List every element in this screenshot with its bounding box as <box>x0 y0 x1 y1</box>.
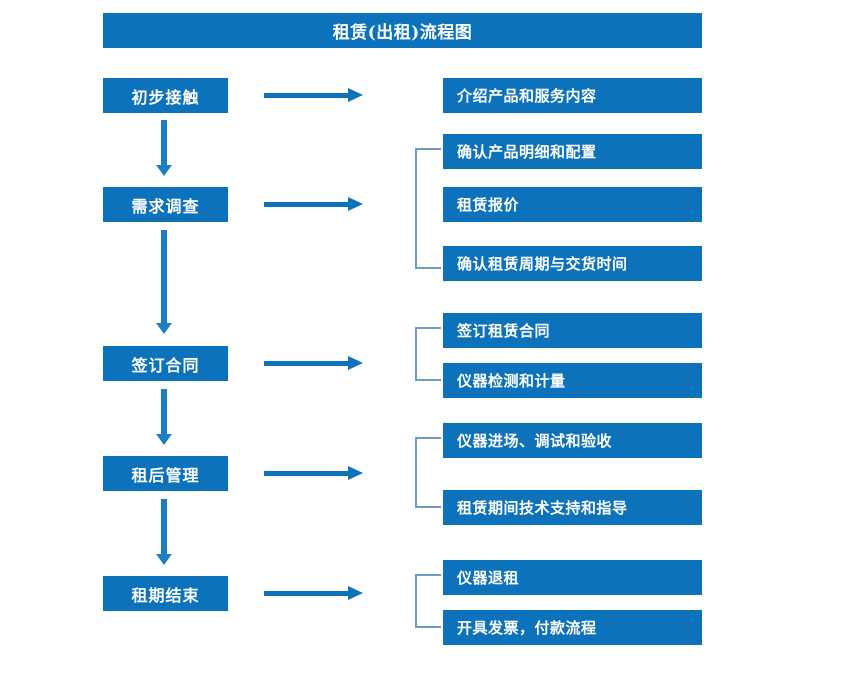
right-arrow-shaft-5 <box>264 591 350 596</box>
stage-box-4[interactable]: 租后管理 <box>103 456 228 491</box>
detail-label-1: 介绍产品和服务内容 <box>457 87 597 105</box>
detail-label-9: 仪器退租 <box>457 569 520 587</box>
right-arrow-icon-2 <box>264 197 364 211</box>
detail-label-4: 确认租赁周期与交货时间 <box>457 255 628 273</box>
detail-box-7[interactable]: 仪器进场、调试和验收 <box>443 423 702 458</box>
down-arrow-head-2 <box>156 323 172 334</box>
right-arrow-shaft-3 <box>264 361 350 366</box>
down-arrow-shaft-4 <box>161 499 167 554</box>
stage-label-4: 租后管理 <box>131 465 200 485</box>
detail-label-10: 开具发票，付款流程 <box>457 619 597 637</box>
stage-box-5[interactable]: 租期结束 <box>103 576 228 611</box>
detail-label-6: 仪器检测和计量 <box>457 372 566 390</box>
detail-box-3[interactable]: 租赁报价 <box>443 187 702 222</box>
detail-box-5[interactable]: 签订租赁合同 <box>443 313 702 348</box>
right-arrow-head-5 <box>348 586 363 600</box>
stage-label-3: 签订合同 <box>131 355 200 375</box>
down-arrow-shaft-1 <box>161 120 167 165</box>
group-bracket-3 <box>415 437 441 508</box>
right-arrow-icon-1 <box>264 88 364 102</box>
detail-box-10[interactable]: 开具发票，付款流程 <box>443 610 702 645</box>
down-arrow-icon-1 <box>156 120 172 176</box>
right-arrow-head-1 <box>348 88 363 102</box>
detail-box-6[interactable]: 仪器检测和计量 <box>443 363 702 398</box>
right-arrow-shaft-2 <box>264 202 350 207</box>
right-arrow-head-4 <box>348 466 363 480</box>
detail-box-1[interactable]: 介绍产品和服务内容 <box>443 78 702 113</box>
down-arrow-head-4 <box>156 554 172 565</box>
down-arrow-icon-3 <box>156 389 172 445</box>
stage-box-1[interactable]: 初步接触 <box>103 78 228 113</box>
down-arrow-shaft-2 <box>161 230 167 323</box>
group-bracket-4 <box>415 574 441 628</box>
chart-title-banner: 租赁(出租)流程图 <box>103 13 702 48</box>
stage-box-3[interactable]: 签订合同 <box>103 346 228 381</box>
chart-title-text: 租赁(出租)流程图 <box>332 23 473 43</box>
detail-box-8[interactable]: 租赁期间技术支持和指导 <box>443 490 702 525</box>
down-arrow-head-1 <box>156 165 172 176</box>
right-arrow-shaft-1 <box>264 93 350 98</box>
right-arrow-icon-5 <box>264 586 364 600</box>
down-arrow-head-3 <box>156 434 172 445</box>
group-bracket-2 <box>415 327 441 381</box>
detail-label-2: 确认产品明细和配置 <box>457 143 597 161</box>
group-bracket-1 <box>415 148 441 269</box>
stage-label-2: 需求调查 <box>131 196 200 216</box>
stage-label-1: 初步接触 <box>131 87 200 107</box>
down-arrow-shaft-3 <box>161 389 167 434</box>
detail-label-7: 仪器进场、调试和验收 <box>457 432 613 450</box>
right-arrow-head-2 <box>348 197 363 211</box>
down-arrow-icon-4 <box>156 499 172 565</box>
stage-label-5: 租期结束 <box>131 585 200 605</box>
down-arrow-icon-2 <box>156 230 172 334</box>
detail-label-3: 租赁报价 <box>457 196 520 214</box>
detail-box-4[interactable]: 确认租赁周期与交货时间 <box>443 246 702 281</box>
right-arrow-head-3 <box>348 356 363 370</box>
detail-box-2[interactable]: 确认产品明细和配置 <box>443 134 702 169</box>
detail-label-5: 签订租赁合同 <box>457 322 551 340</box>
detail-box-9[interactable]: 仪器退租 <box>443 560 702 595</box>
stage-box-2[interactable]: 需求调查 <box>103 187 228 222</box>
detail-label-8: 租赁期间技术支持和指导 <box>457 499 628 517</box>
right-arrow-icon-4 <box>264 466 364 480</box>
right-arrow-icon-3 <box>264 356 364 370</box>
right-arrow-shaft-4 <box>264 471 350 476</box>
